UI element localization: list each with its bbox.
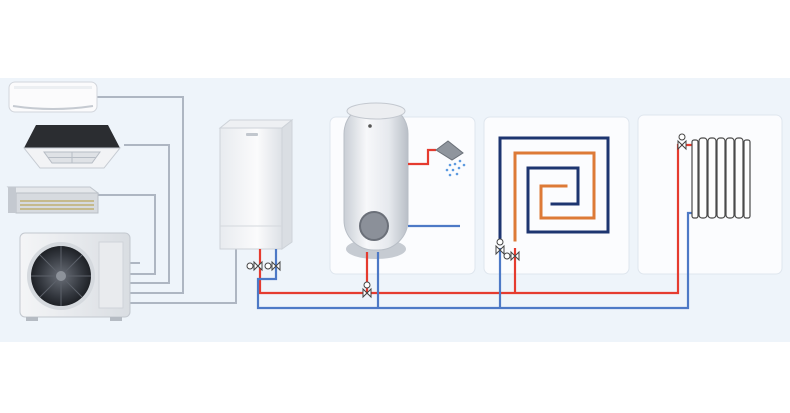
hot-water-tank-icon [343,102,409,259]
outdoor-heat-pump-icon [19,232,131,321]
refrigerant-lines [96,96,237,304]
valve-icon [246,133,687,299]
cassette-ac-icon [22,125,122,169]
hydro-box-icon [218,118,294,250]
shower-head-icon [435,140,466,177]
wall-split-ac-icon [8,81,98,113]
floor-heating-coil-icon [498,136,610,242]
cold-water-pipes [256,211,692,310]
duct-ac-icon [6,186,100,214]
radiator-icon [691,137,751,219]
